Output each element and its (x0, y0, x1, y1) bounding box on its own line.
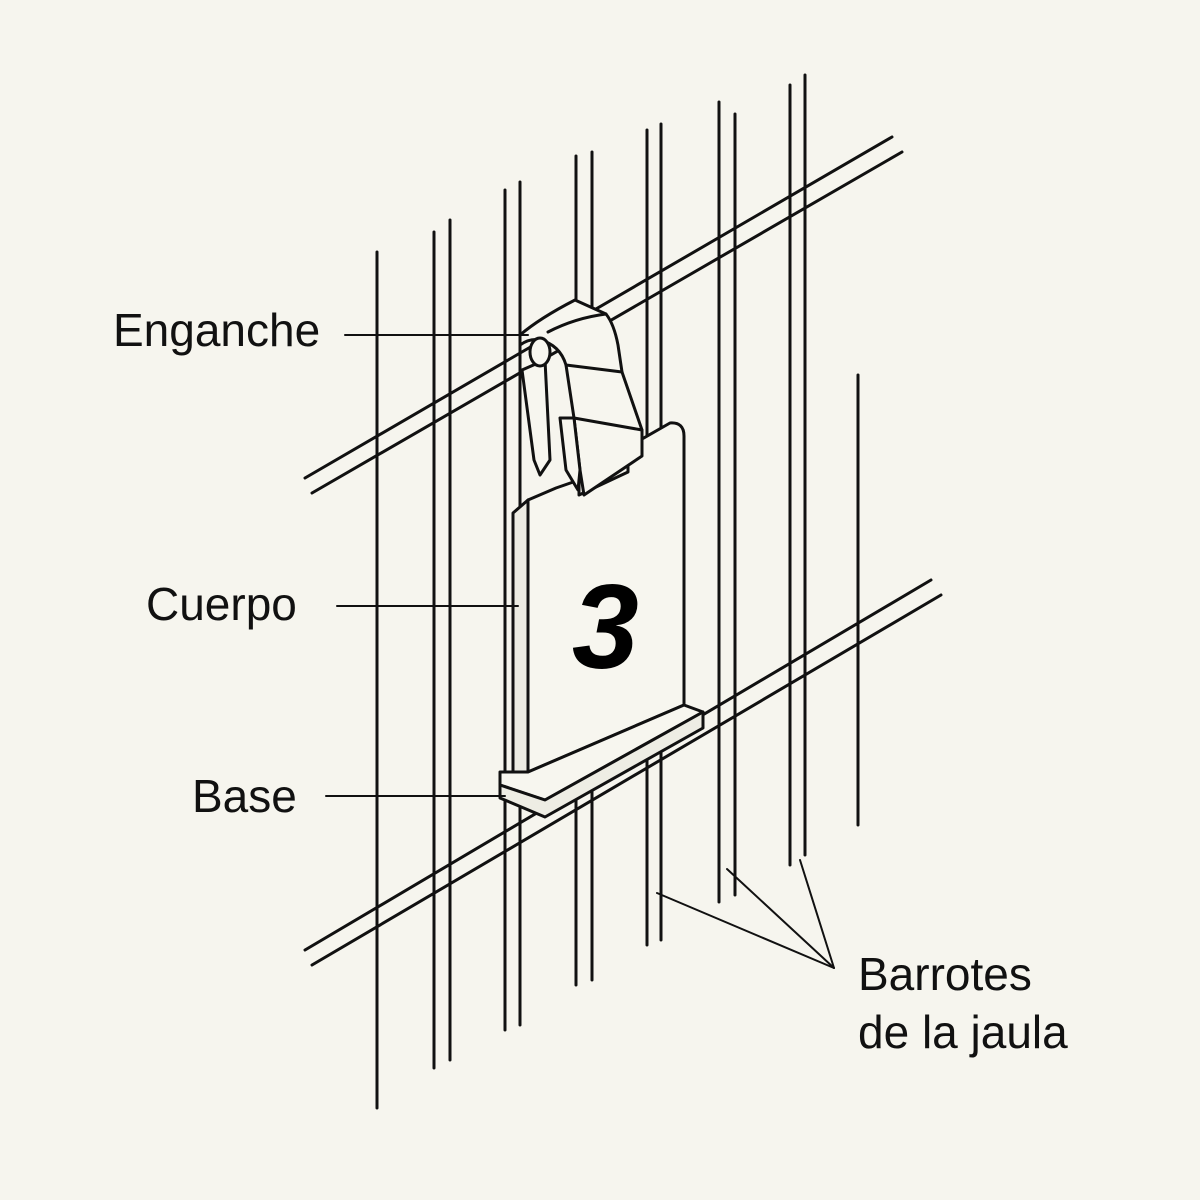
tag-hook-ridge (572, 416, 644, 432)
tag-body-side (511, 498, 530, 782)
top-rail-end (528, 336, 552, 368)
leader-bars (799, 859, 835, 969)
label-base: Base (192, 770, 297, 822)
top-rail-edge (303, 135, 894, 480)
leader-lines (325, 334, 835, 969)
tag-hook-tab (558, 416, 582, 492)
label-hook: Enganche (113, 304, 320, 356)
label-bars-line1: Barrotes (858, 948, 1032, 1000)
leader-bars (726, 868, 835, 969)
tag-hook-ridge (564, 363, 624, 374)
label-body: Cuerpo (146, 578, 297, 630)
tag-number: 3 (572, 560, 639, 694)
label-bars-line2: de la jaula (858, 1006, 1068, 1058)
tag-hook-ridge (546, 312, 608, 334)
bottom-rail-edge (310, 593, 943, 967)
tag-base-front (498, 710, 705, 819)
tag-hook-prong (520, 358, 552, 477)
leader-bars (656, 892, 835, 969)
tag: 3 (498, 298, 705, 819)
